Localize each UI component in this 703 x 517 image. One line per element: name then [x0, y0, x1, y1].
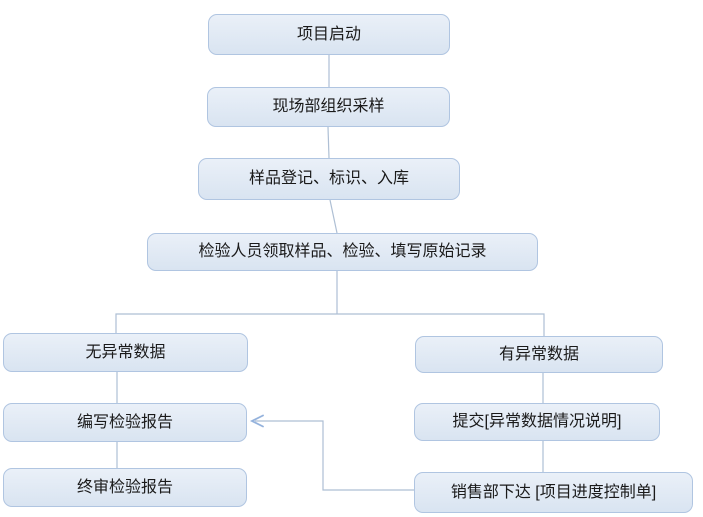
flow-node-no-abnormal: 无异常数据 [3, 333, 248, 372]
flow-node-start: 项目启动 [208, 14, 450, 55]
flow-node-label: 现场部组织采样 [272, 98, 385, 115]
connector-feedback-salesissue-writereport [255, 420, 414, 491]
flow-node-label: 样品登记、标识、入库 [248, 170, 409, 187]
flow-node-sales-issue: 销售部下达 [项目进度控制单] [414, 472, 693, 513]
flow-node-label: 检验人员领取样品、检验、填写原始记录 [198, 243, 487, 260]
flow-node-inspection: 检验人员领取样品、检验、填写原始记录 [147, 233, 538, 271]
flow-node-label: 项目启动 [296, 25, 361, 43]
flow-node-label: 终审检验报告 [76, 478, 173, 496]
flow-node-label: 提交[异常数据情况说明] [452, 413, 622, 430]
connector-registration-inspection [329, 199, 338, 234]
flow-node-label: 编写检验报告 [76, 413, 173, 431]
flow-node-label: 无异常数据 [85, 343, 166, 361]
flow-node-sampling: 现场部组织采样 [207, 87, 450, 127]
flow-node-abnormal: 有异常数据 [415, 336, 663, 373]
arrowhead-left-icon [249, 414, 264, 428]
flow-node-submit-note: 提交[异常数据情况说明] [414, 403, 660, 441]
connector-sampling-registration [327, 126, 330, 159]
flow-node-registration: 样品登记、标识、入库 [198, 158, 460, 200]
flow-node-final-review: 终审检验报告 [3, 468, 247, 507]
flow-node-label: 有异常数据 [498, 345, 579, 363]
flow-node-label: 销售部下达 [项目进度控制单] [450, 483, 657, 501]
flow-node-write-report: 编写检验报告 [3, 403, 247, 442]
